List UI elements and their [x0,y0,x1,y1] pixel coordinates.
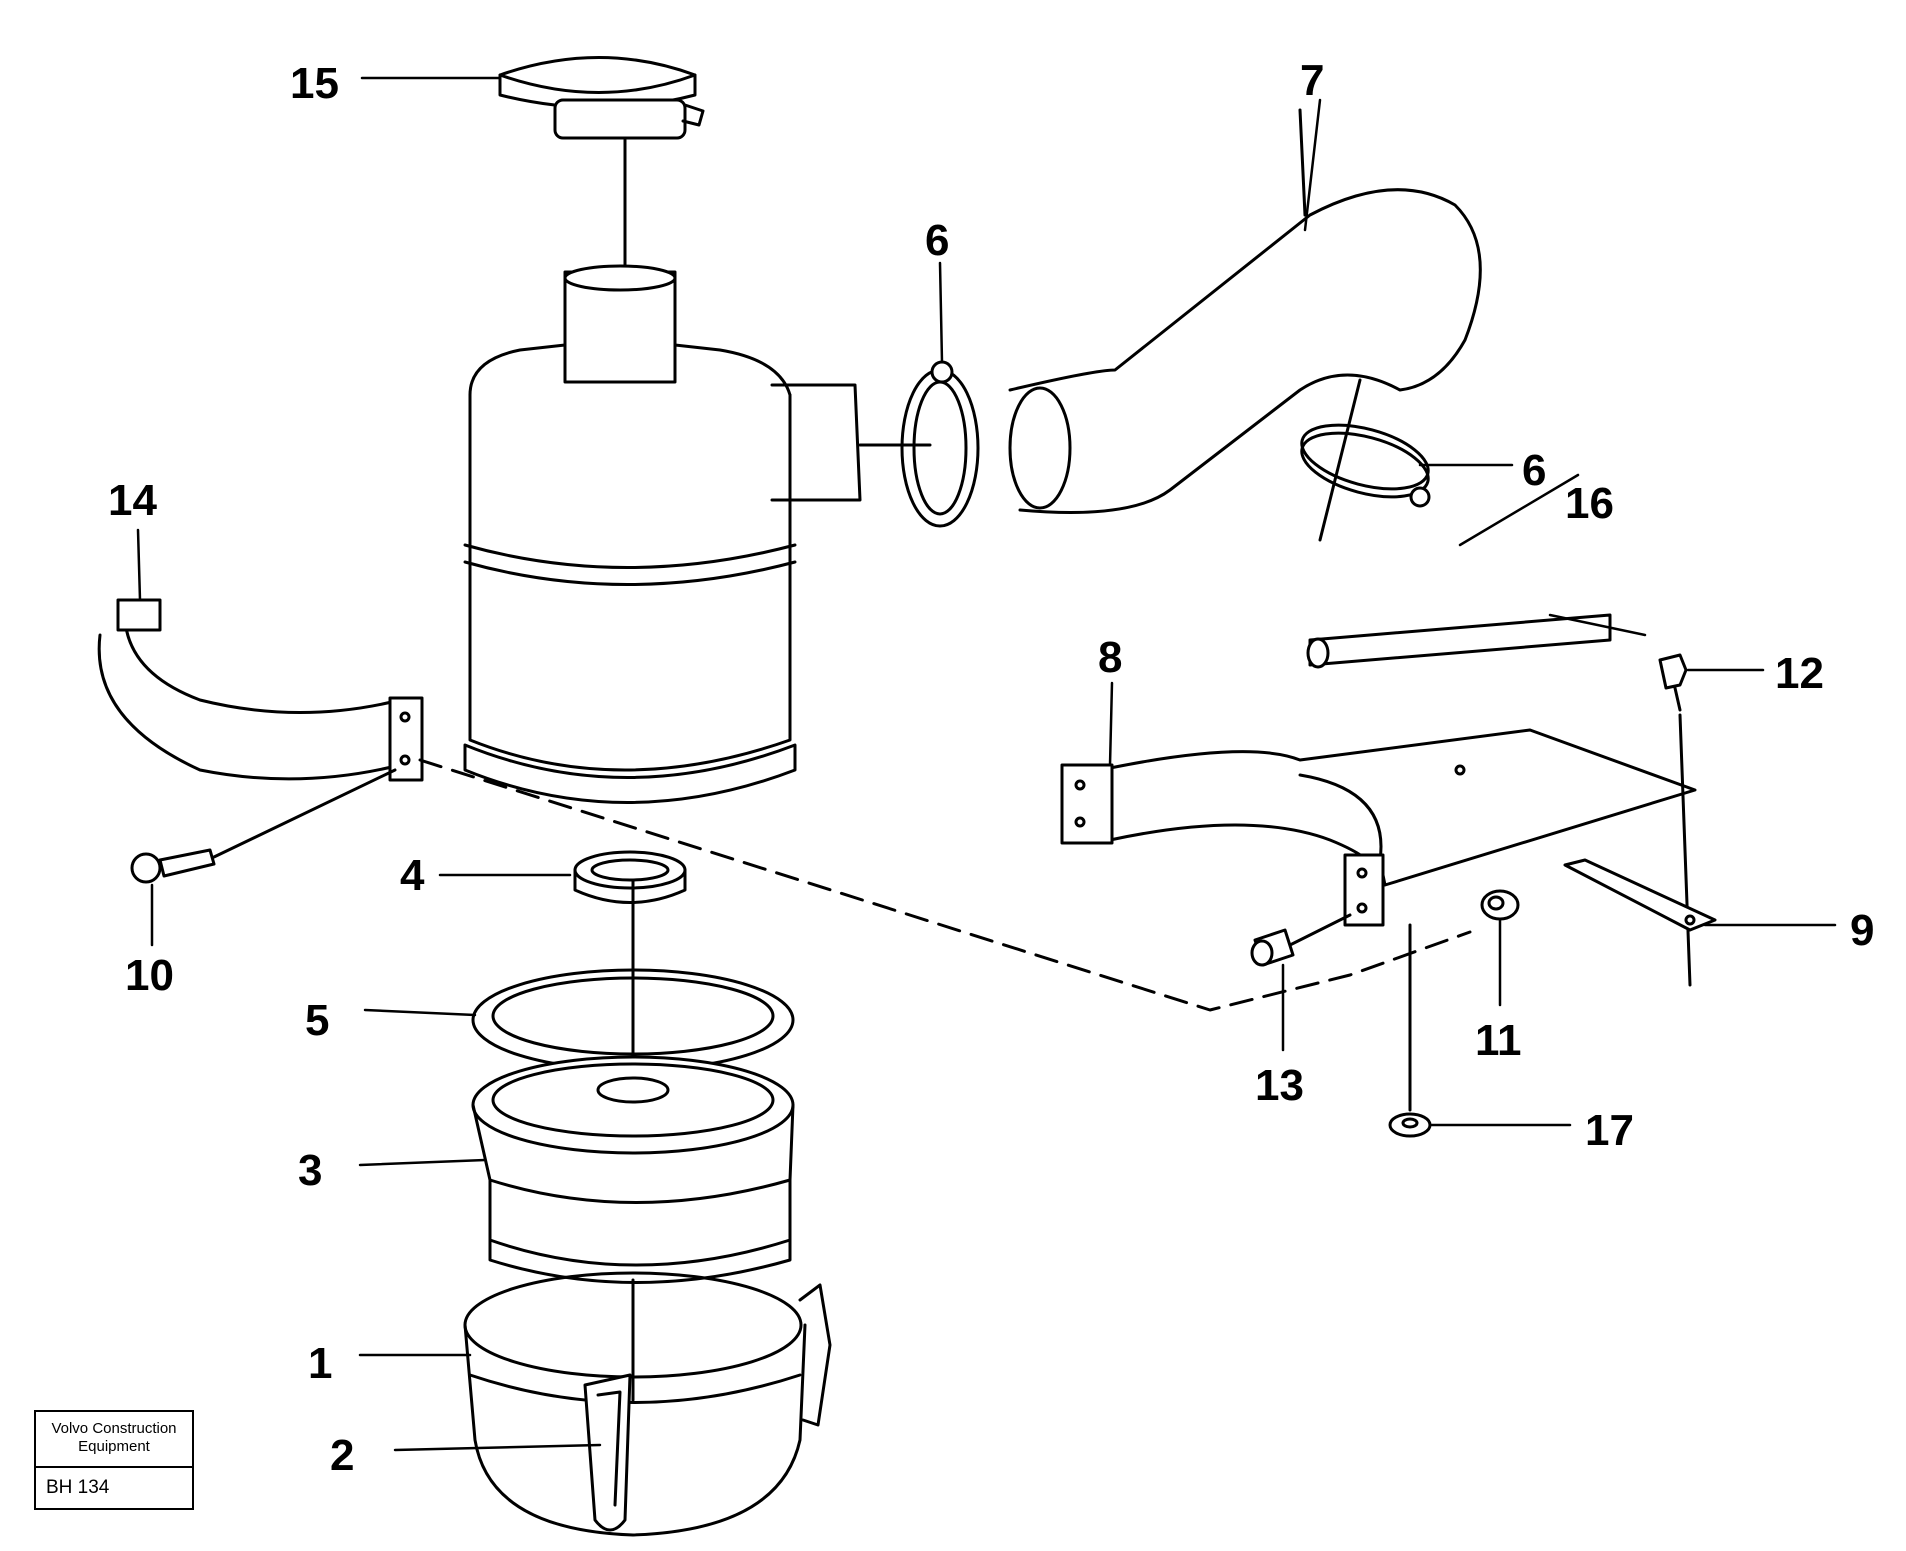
company-name-line2: Equipment [78,1438,150,1455]
callout-9: 9 [1850,906,1874,955]
clip-part [583,1373,632,1532]
callout-2: 2 [330,1431,354,1480]
leader-lines [136,76,1837,1452]
mounting-strap-part [97,598,424,782]
company-name-line1: Volvo Construction [51,1420,177,1437]
callout-3: 3 [298,1146,322,1195]
callout-13: 13 [1255,1061,1304,1110]
flat-bar-part [1563,858,1717,932]
title-block: Volvo Construction Equipment BH 134 [34,1410,194,1510]
drawing-code: BH 134 [46,1477,110,1498]
callout-14: 14 [108,476,157,525]
title-block-company: Volvo Construction Equipment [36,1412,192,1468]
gasket-ring-part [471,878,795,1072]
callout-16: 16 [1565,479,1614,528]
dust-bowl-part [463,1271,832,1537]
callout-8: 8 [1098,633,1122,682]
bolt-part [130,768,397,884]
washer-part [1388,923,1432,1138]
elbow-hose-part [1008,108,1482,542]
callout-10: 10 [125,951,174,1000]
callout-15: 15 [290,59,339,108]
seal-ring-part [573,850,687,904]
callout-6: 6 [1522,446,1546,495]
hose-clamp-left [900,360,980,528]
nut-part [1480,889,1520,921]
callout-17: 17 [1585,1106,1634,1155]
air-filter-housing [463,264,932,804]
bracket-part [1060,728,1697,947]
callout-6: 6 [925,216,949,265]
hose-clamp-right [1300,423,1431,508]
callout-1: 1 [308,1339,332,1388]
callout-11: 11 [1475,1016,1522,1065]
callout-5: 5 [305,996,329,1045]
callout-7: 7 [1300,56,1324,105]
callout-4: 4 [400,851,425,900]
filter-element-part [471,1055,795,1284]
callout-12: 12 [1775,649,1824,698]
rubber-strip-part [1306,613,1612,669]
screw-part [1658,653,1692,987]
rain-cap-part [498,56,705,272]
spacer-part [1250,928,1295,967]
